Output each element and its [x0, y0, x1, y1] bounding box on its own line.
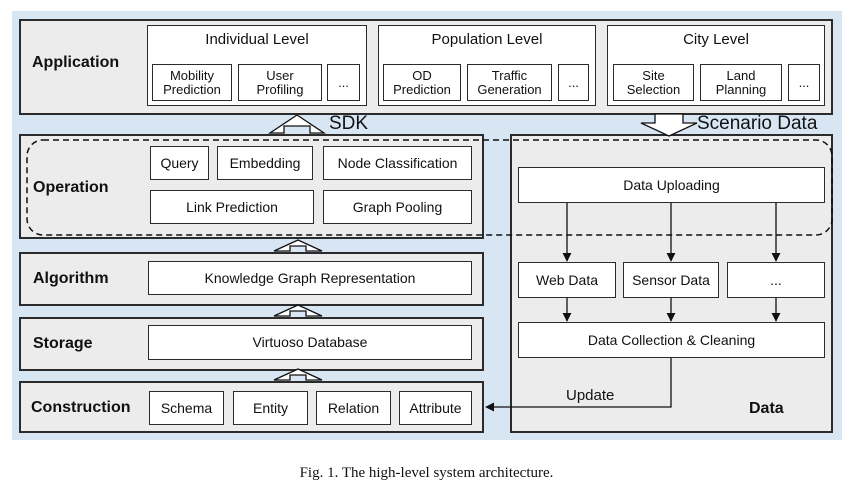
- figure-caption: Fig. 1. The high-level system architectu…: [299, 465, 554, 481]
- graph-pooling-box: Graph Pooling: [323, 190, 472, 224]
- city-level-title: City Level: [683, 31, 749, 48]
- algorithm-title: Algorithm: [33, 270, 109, 287]
- construction-title: Construction: [31, 399, 131, 416]
- od-prediction-box: OD Prediction: [383, 64, 461, 101]
- operation-title: Operation: [33, 179, 109, 196]
- schema-box: Schema: [149, 391, 224, 425]
- city-more-box: ...: [788, 64, 820, 101]
- operation-dashed-region: [26, 139, 833, 236]
- storage-title: Storage: [33, 335, 93, 352]
- query-box: Query: [150, 146, 209, 180]
- site-selection-box: Site Selection: [613, 64, 694, 101]
- data-title: Data: [749, 400, 784, 417]
- application-title: Application: [32, 54, 120, 71]
- relation-box: Relation: [316, 391, 391, 425]
- sensor-data-box: Sensor Data: [623, 262, 719, 298]
- knowledge-graph-representation-box: Knowledge Graph Representation: [148, 261, 472, 295]
- construction-to-storage-arrow: [273, 368, 323, 381]
- scenario-data-label: Scenario Data: [697, 113, 818, 134]
- attribute-box: Attribute: [399, 391, 472, 425]
- sdk-up-arrow: [267, 114, 327, 134]
- data-uploading-box: Data Uploading: [518, 167, 825, 203]
- individual-level-title: Individual Level: [205, 31, 309, 48]
- user-profiling-box: User Profiling: [238, 64, 322, 101]
- land-planning-box: Land Planning: [700, 64, 782, 101]
- embedding-box: Embedding: [217, 146, 313, 180]
- entity-box: Entity: [233, 391, 308, 425]
- individual-more-box: ...: [327, 64, 360, 101]
- sdk-label: SDK: [329, 113, 369, 134]
- link-prediction-box: Link Prediction: [150, 190, 314, 224]
- population-level-title: Population Level: [431, 31, 543, 48]
- node-classification-box: Node Classification: [323, 146, 472, 180]
- update-label: Update: [566, 386, 615, 404]
- mobility-prediction-box: Mobility Prediction: [152, 64, 232, 101]
- web-data-box: Web Data: [518, 262, 616, 298]
- virtuoso-database-box: Virtuoso Database: [148, 325, 472, 360]
- update-arrow: [485, 358, 672, 412]
- scenario-data-down-arrow: [640, 113, 698, 137]
- population-more-box: ...: [558, 64, 589, 101]
- algorithm-to-operation-arrow: [273, 239, 323, 252]
- storage-to-algorithm-arrow: [273, 304, 323, 317]
- data-collection-cleaning-box: Data Collection & Cleaning: [518, 322, 825, 358]
- traffic-generation-box: Traffic Generation: [467, 64, 552, 101]
- data-more-box: ...: [727, 262, 825, 298]
